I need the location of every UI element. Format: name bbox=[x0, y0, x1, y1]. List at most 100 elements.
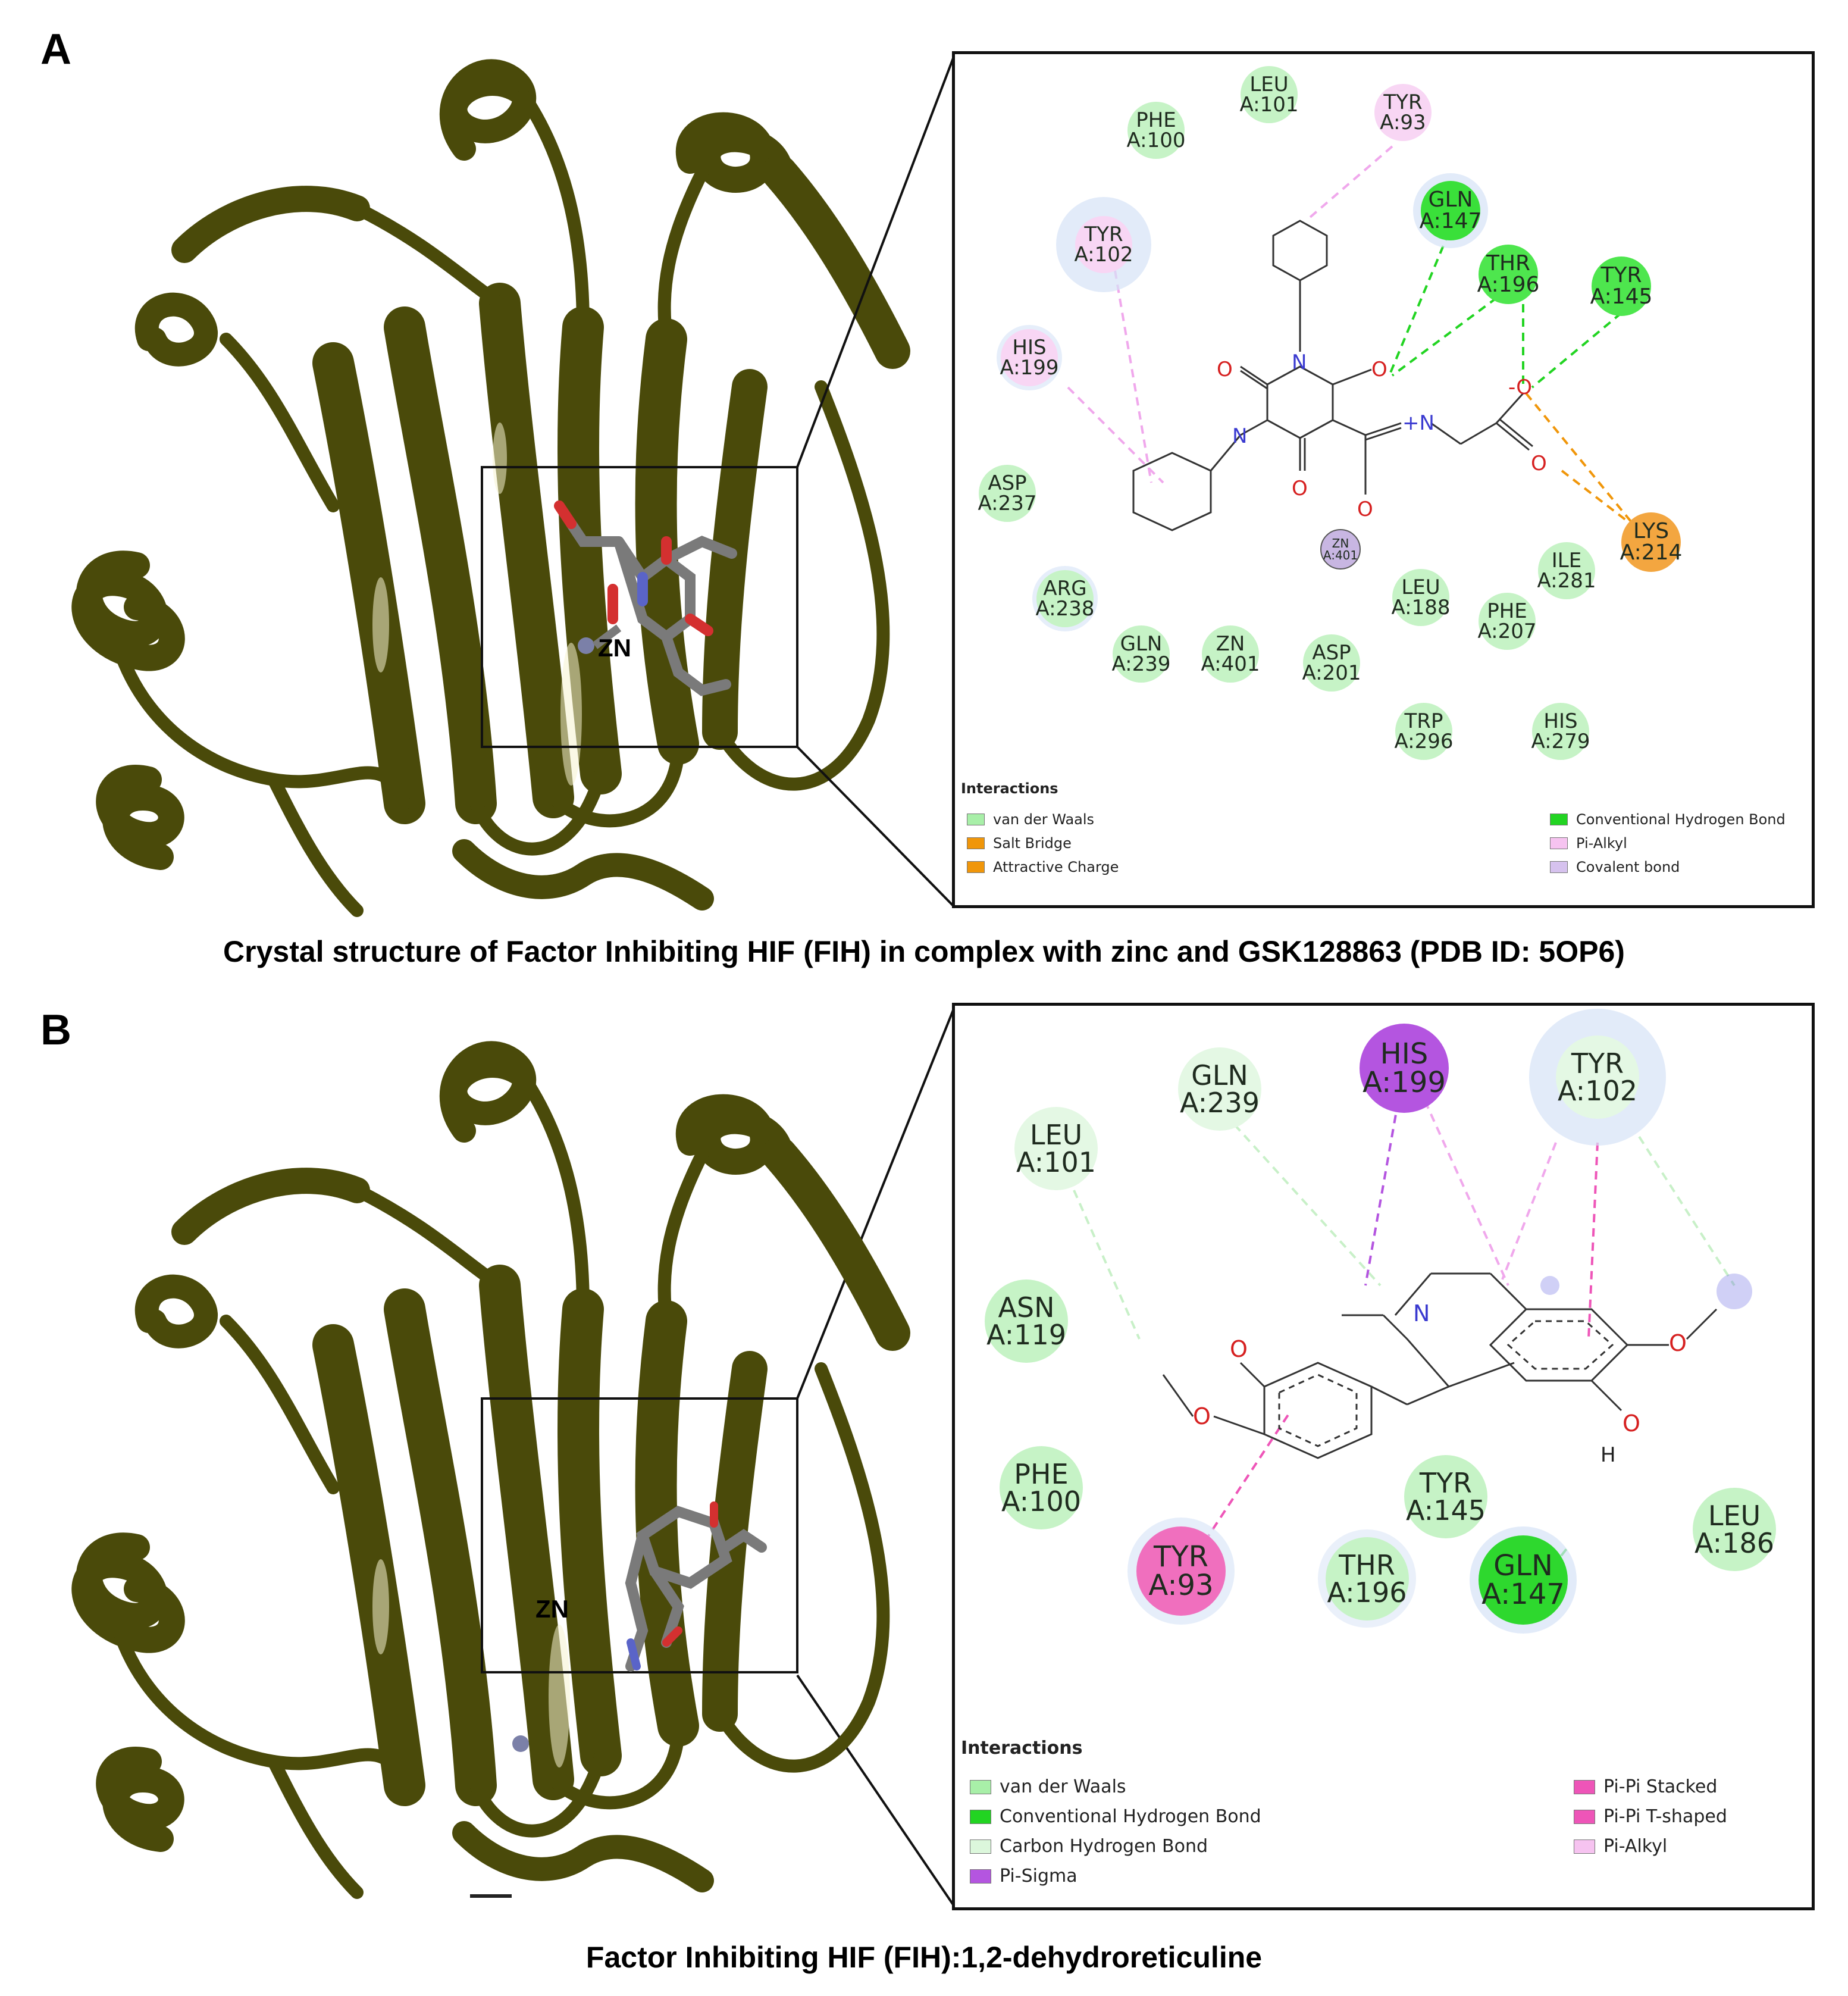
a-line-tyr93 bbox=[1305, 145, 1393, 222]
legend-swatch bbox=[967, 861, 985, 873]
a-atom-o1: O bbox=[1217, 358, 1233, 381]
b-ring-halo bbox=[1540, 1276, 1559, 1295]
legend-swatch bbox=[1550, 837, 1568, 849]
legend-item-hbond: Conventional Hydrogen Bond bbox=[1550, 811, 1786, 828]
legend-swatch bbox=[970, 1809, 991, 1824]
panel-b-ligand-structure bbox=[1073, 1100, 1752, 1602]
legend-item-vdw: van der Waals bbox=[970, 1776, 1126, 1797]
legend-item-pi-pi-t-shaped: Pi-Pi T-shaped bbox=[1574, 1806, 1727, 1827]
panel-a-caption: Crystal structure of Factor Inhibiting H… bbox=[223, 935, 1625, 968]
b-line-tyr93-pi bbox=[1204, 1409, 1292, 1543]
panel-b-scale-bar bbox=[470, 1894, 512, 1898]
panel-a-letter: A bbox=[40, 26, 71, 73]
a-line-his199 bbox=[1067, 386, 1164, 484]
panel-b-legend: Interactions van der Waals Conventional … bbox=[955, 1738, 1812, 1904]
b-line-tyr102-alkyl bbox=[1501, 1142, 1557, 1280]
legend-item-salt-bridge: Salt Bridge bbox=[967, 835, 1072, 852]
panel-b-caption: Factor Inhibiting HIF (FIH):1,2-dehydror… bbox=[585, 1941, 1263, 1974]
b-line-his199-alkyl bbox=[1424, 1100, 1509, 1286]
b-atom-o-left: O bbox=[1193, 1403, 1211, 1429]
legend-item-pi-sigma: Pi-Sigma bbox=[970, 1866, 1078, 1886]
b-line-his199 bbox=[1364, 1100, 1399, 1286]
legend-swatch bbox=[970, 1869, 991, 1884]
b-atom-o-bottom: O bbox=[1623, 1410, 1640, 1437]
b-line-tyr102-pi bbox=[1587, 1142, 1599, 1340]
b-atom-o-top: O bbox=[1230, 1336, 1248, 1362]
a-line-thr196a bbox=[1391, 288, 1509, 377]
legend-item-vdw: van der Waals bbox=[967, 811, 1094, 828]
legend-swatch bbox=[1574, 1779, 1595, 1794]
legend-swatch bbox=[967, 814, 985, 825]
panel-a-legend: Interactions van der Waals Salt Bridge A… bbox=[955, 780, 1812, 899]
legend-item-pi-pi-stacked: Pi-Pi Stacked bbox=[1574, 1776, 1717, 1797]
a-atom-nplus: +N bbox=[1402, 411, 1434, 435]
a-atom-o4: O bbox=[1357, 498, 1373, 521]
b-atom-o-right: O bbox=[1669, 1330, 1687, 1356]
legend-item-covalent: Covalent bond bbox=[1550, 859, 1680, 875]
panel-b-letter: B bbox=[40, 1006, 71, 1054]
panel-b-protein-structure bbox=[71, 1041, 910, 1899]
legend-swatch bbox=[970, 1839, 991, 1854]
legend-item-attractive-charge: Attractive Charge bbox=[967, 859, 1119, 875]
panel-b-zn-label: ZN bbox=[535, 1595, 569, 1623]
a-atom-ominus: -O bbox=[1508, 376, 1532, 399]
legend-item-ch-bond: Carbon Hydrogen Bond bbox=[970, 1836, 1208, 1857]
b-line-gln239 bbox=[1233, 1124, 1382, 1287]
b-line-tyr102-ch bbox=[1638, 1135, 1736, 1287]
legend-item-hbond: Conventional Hydrogen Bond bbox=[970, 1806, 1261, 1827]
legend-title: Interactions bbox=[961, 1738, 1083, 1759]
panel-a-ligand-structure bbox=[1067, 145, 1640, 531]
a-atom-n2: N bbox=[1232, 424, 1248, 448]
a-atom-o3: O bbox=[1292, 477, 1308, 500]
panel-a-protein-structure bbox=[71, 59, 910, 917]
panel-a-zn-label: ZN bbox=[598, 634, 631, 662]
a-line-gln147 bbox=[1388, 232, 1450, 376]
a-line-tyr145 bbox=[1531, 312, 1623, 389]
a-line-tyr102 bbox=[1111, 256, 1152, 483]
legend-swatch bbox=[1574, 1809, 1595, 1824]
b-atom-n: N bbox=[1413, 1300, 1430, 1327]
a-atom-o2: O bbox=[1371, 358, 1387, 381]
a-line-lys-o2 bbox=[1561, 470, 1640, 531]
legend-title: Interactions bbox=[961, 780, 1058, 797]
legend-item-pi-alkyl: Pi-Alkyl bbox=[1550, 835, 1627, 852]
legend-swatch bbox=[970, 1779, 991, 1794]
a-atom-n1: N bbox=[1292, 351, 1307, 374]
a-atom-o5: O bbox=[1531, 452, 1547, 475]
b-methyl-halo bbox=[1717, 1274, 1752, 1309]
legend-item-pi-alkyl: Pi-Alkyl bbox=[1574, 1836, 1667, 1857]
b-atom-h: H bbox=[1600, 1443, 1616, 1467]
